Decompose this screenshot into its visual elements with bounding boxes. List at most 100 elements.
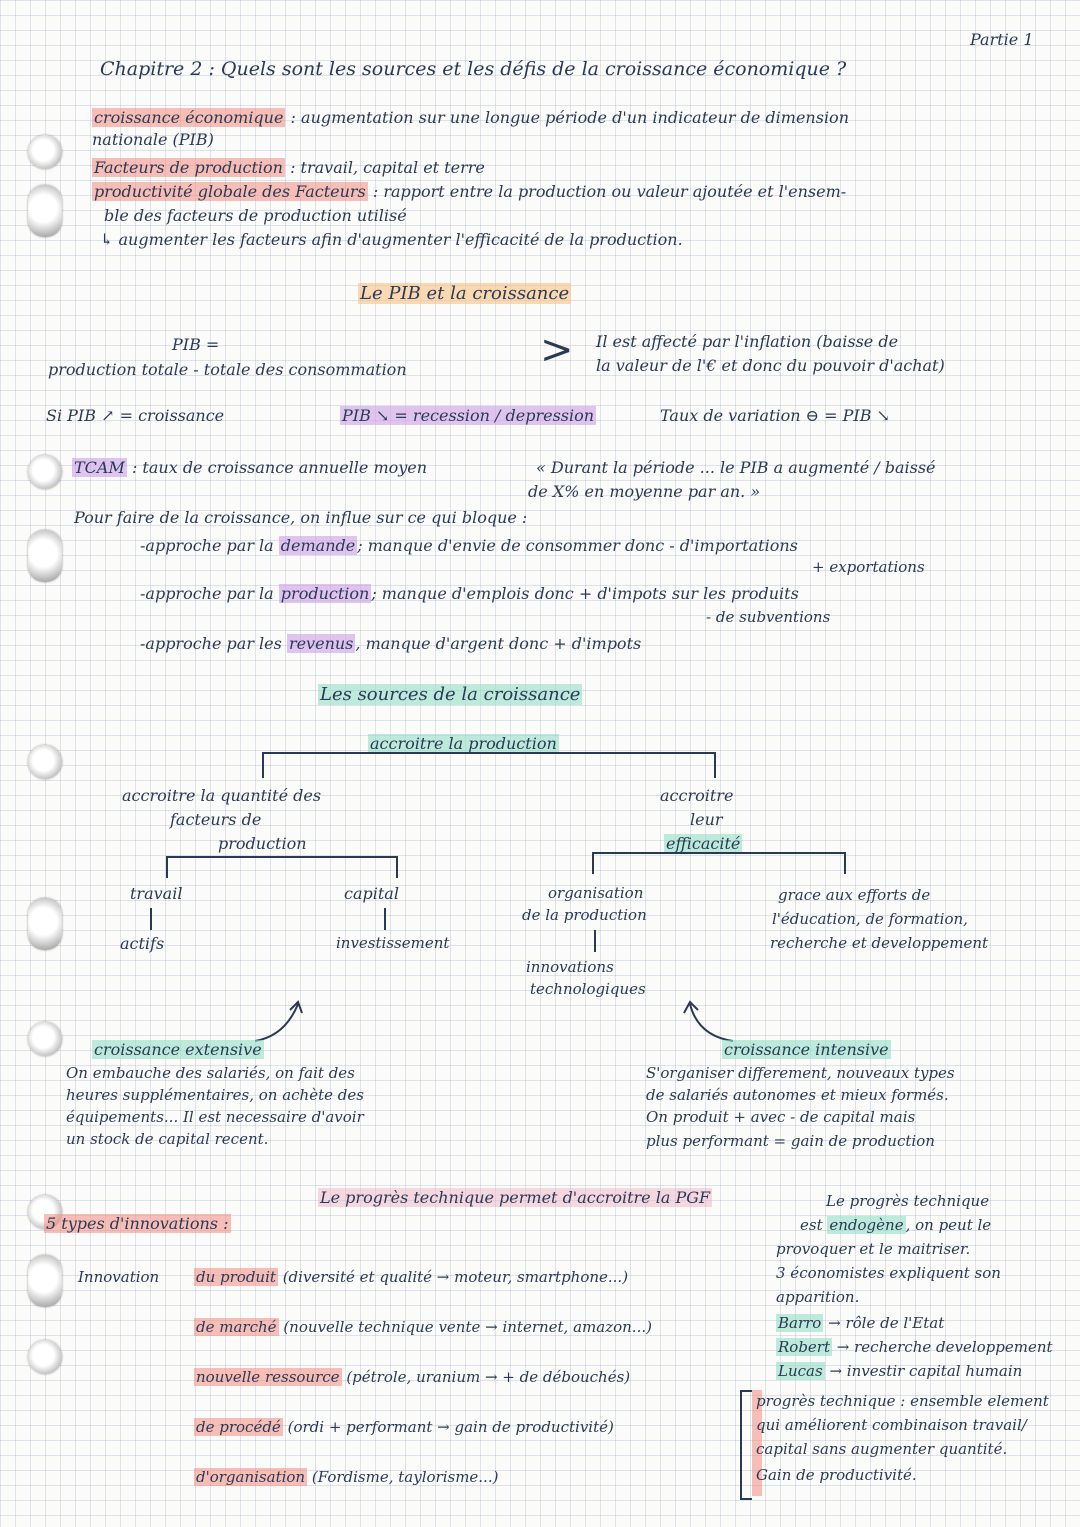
arrow-up-right-icon: [254, 1000, 303, 1042]
tree-line: [844, 852, 846, 874]
economist-barro: Barro → rôle de l'Etat: [776, 1314, 944, 1333]
innovation-desc: (Fordisme, taylorisme...): [311, 1468, 499, 1486]
arrow-up-left-icon: [683, 1000, 734, 1042]
branch-efficacite-cont: efficacité: [664, 834, 743, 854]
intensive-title-text: croissance intensive: [722, 1040, 891, 1059]
approche-keyword: revenus: [286, 634, 356, 653]
tree-root-text: accroitre la production: [368, 734, 559, 753]
side-note: est endogène, on peut le: [800, 1216, 991, 1235]
branch-quantite-cont: facteurs de: [170, 810, 262, 829]
economist-desc: → investir capital humain: [829, 1362, 1023, 1380]
tree-line: [396, 856, 398, 878]
innovation-item: nouvelle ressource (pétrole, uranium → +…: [194, 1368, 630, 1387]
binder-hole: [28, 135, 62, 169]
economist-desc: → recherche developpement: [836, 1338, 1053, 1356]
innovation-desc: (diversité et qualité → moteur, smartpho…: [282, 1268, 629, 1286]
term-tcam: TCAM: [72, 458, 127, 477]
binder-hole: [28, 455, 62, 489]
innovation-item: du produit (diversité et qualité → moteu…: [194, 1268, 628, 1287]
branch-text: accroitre la quantité des: [122, 786, 322, 805]
definition-text: : travail, capital et terre: [290, 158, 485, 177]
extensive-text: un stock de capital recent.: [66, 1130, 269, 1148]
leaf-innovations-cont: technologiques: [530, 980, 646, 998]
pour-faire-line: Pour faire de la croissance, on influe s…: [74, 508, 527, 528]
definition-text: : augmentation sur une longue période d'…: [290, 108, 849, 127]
pour-faire-text: Pour faire de la croissance, on influe s…: [74, 508, 528, 527]
approche-suffix: ; manque d'envie de consommer donc - d'i…: [357, 536, 798, 555]
intensive-text: S'organiser differement, nouveaux types: [646, 1064, 955, 1082]
pgf-arrow-note: ↳ augmenter les facteurs afin d'augmente…: [100, 230, 683, 250]
inflation-note: Il est affecté par l'inflation (baisse d…: [596, 332, 899, 351]
definition-pgf: productivité globale des Facteurs : rapp…: [92, 182, 846, 202]
term-croissance: croissance économique: [92, 108, 286, 127]
greater-than-icon: >: [540, 327, 574, 373]
innovation-item: d'organisation (Fordisme, taylorisme...): [194, 1468, 498, 1487]
leaf-travail: travail: [130, 884, 183, 903]
definition-croissance-cont: nationale (PIB): [92, 130, 214, 149]
tcam-quote-cont: de X% en moyenne par an. »: [528, 482, 761, 501]
approche-prefix: -approche par la: [140, 536, 274, 555]
chapter-title: Chapitre 2 : Quels sont les sources et l…: [100, 58, 847, 80]
definition-pgf-cont: ble des facteurs de production utilisé: [104, 206, 407, 225]
economist-name: Lucas: [776, 1362, 825, 1380]
binder-hole: [28, 898, 62, 950]
leaf-grace-cont: l'éducation, de formation,: [772, 910, 968, 928]
innovation-desc: (pétrole, uranium → + de débouchés): [346, 1368, 631, 1386]
economist-lucas: Lucas → investir capital humain: [776, 1362, 1022, 1381]
tree-line: [262, 752, 264, 778]
definition-text: : rapport entre la production ou valeur …: [372, 182, 847, 201]
approche-production: -approche par la production; manque d'em…: [140, 584, 799, 604]
innovation-term: nouvelle ressource: [194, 1368, 342, 1386]
leaf-organisation: organisation: [548, 884, 644, 902]
tree-line: [592, 852, 846, 854]
definition-croissance: croissance économique : augmentation sur…: [92, 108, 849, 128]
section-title-text: Les sources de la croissance: [318, 684, 583, 705]
branch-quantite: accroitre la quantité des: [122, 786, 321, 806]
approche-production-sub: - de subventions: [706, 608, 831, 626]
side-note: apparition.: [776, 1288, 860, 1306]
approche-revenus: -approche par les revenus, manque d'arge…: [140, 634, 641, 654]
tree-root: accroitre la production: [368, 734, 559, 754]
leaf-grace-cont: recherche et developpement: [770, 934, 989, 952]
innovation-item: de marché (nouvelle technique vente → in…: [194, 1318, 652, 1337]
approche-keyword: demande: [278, 536, 358, 555]
pib-growth-line: Si PIB ↗ = croissance: [46, 406, 225, 425]
economist-name: Robert: [776, 1338, 833, 1356]
binder-hole: [28, 530, 62, 582]
intensive-text: On produit + avec - de capital mais: [646, 1108, 916, 1126]
section-title-progres: Le progrès technique permet d'accroitre …: [318, 1188, 713, 1208]
tree-line: [714, 752, 716, 778]
approche-demande: -approche par la demande; manque d'envie…: [140, 536, 798, 556]
leaf-actifs: actifs: [120, 934, 165, 953]
extensive-text: équipements... Il est necessaire d'avoir: [66, 1108, 364, 1126]
croissance-extensive-title: croissance extensive: [92, 1040, 264, 1060]
leaf-organisation-cont: de la production: [522, 906, 647, 924]
pib-equation: production totale - totale des consommat…: [48, 360, 407, 379]
leaf-capital: capital: [344, 884, 399, 903]
side-note: provoquer et le maitriser.: [776, 1240, 971, 1258]
side-note: Le progrès technique: [826, 1192, 990, 1210]
definition-bracket: [740, 1390, 752, 1500]
progres-definition: progrès technique : ensemble element: [756, 1392, 1049, 1410]
branch-efficacite-cont: leur: [690, 810, 723, 829]
extensive-text: heures supplémentaires, on achète des: [66, 1086, 364, 1104]
approche-suffix: ; manque d'emplois donc + d'impots sur l…: [371, 584, 799, 603]
tcam-quote: « Durant la période ... le PIB a augment…: [536, 458, 936, 477]
economist-romer: Robert → recherche developpement: [776, 1338, 1053, 1357]
tree-line: [384, 908, 386, 930]
leaf-innovations: innovations: [526, 958, 614, 976]
section-title-text: Le PIB et la croissance: [358, 283, 572, 304]
progres-definition: qui améliorent combinaison travail/: [756, 1416, 1027, 1434]
innovation-term: du produit: [194, 1268, 278, 1286]
intensive-text: de salariés autonomes et mieux formés.: [646, 1086, 949, 1104]
innovation-term: de marché: [194, 1318, 279, 1336]
arrow-right-icon: ↳: [100, 230, 114, 249]
endogene-text: endogène: [827, 1216, 906, 1234]
definition-text: : taux de croissance annuelle moyen: [131, 458, 428, 477]
extensive-text: On embauche des salariés, on fait des: [66, 1064, 355, 1082]
innovation-label: Innovation: [78, 1268, 160, 1286]
tree-line: [592, 852, 594, 874]
recession-text: PIB ↘ = recession / depression: [340, 406, 597, 425]
side-note-text: est: [800, 1216, 823, 1234]
tree-line: [594, 930, 596, 952]
